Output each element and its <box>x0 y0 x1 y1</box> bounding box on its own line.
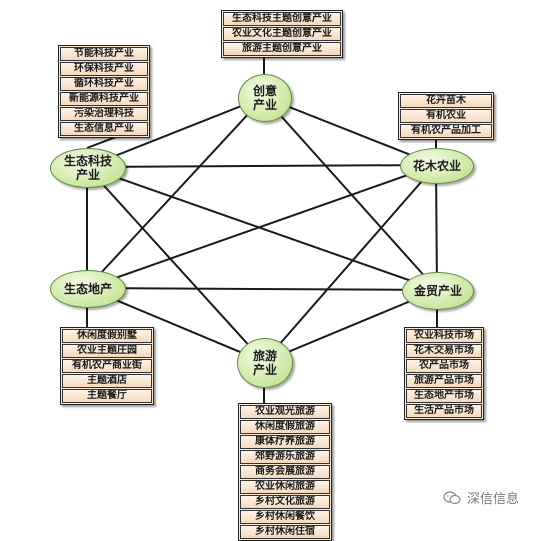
node-finance-trade-label: 金贸产业 <box>413 284 462 298</box>
box-item: 商务会展旅游 <box>240 465 330 479</box>
box-item: 有机农产品加工 <box>400 124 492 138</box>
box-item: 农业主题庄园 <box>62 344 152 358</box>
box-item: 乡村休闲住宿 <box>240 525 330 539</box>
edge-flower-eco_estate <box>86 164 437 289</box>
node-tourism-label: 旅游 产业 <box>252 349 277 377</box>
edge-flower-finance_trade <box>435 164 438 291</box>
node-finance-trade: 金贸产业 <box>402 272 474 310</box>
node-eco-estate-label: 生态地产 <box>63 282 112 296</box>
watermark-text: 深信信息 <box>466 492 519 507</box>
box-item: 乡村休闲餐饮 <box>240 510 330 524</box>
box-item: 生态科技主题创意产业 <box>223 12 341 26</box>
box-eco-estate: 休闲度假别墅农业主题庄园有机农产商业街主题酒店主题餐厅 <box>60 327 154 405</box>
edge-eco_estate-finance_trade <box>86 287 438 291</box>
edge-eco_tech-flower <box>86 164 437 168</box>
box-item: 新能源科技产业 <box>60 92 148 106</box>
box-item: 农业科技市场 <box>406 329 482 343</box>
box-item: 花木交易市场 <box>406 344 482 358</box>
box-item: 康体疗养旅游 <box>240 435 330 449</box>
box-item: 有机农业 <box>400 109 492 123</box>
node-eco-tech-label: 生态科技 产业 <box>63 154 112 182</box>
edge-creative-eco_estate <box>86 96 265 289</box>
box-tourism: 农业观光旅游休闲度假旅游康体疗养旅游郊野游乐旅游商务会展旅游农业休闲旅游乡村文化… <box>238 403 332 541</box>
box-item: 循环科技产业 <box>60 77 148 91</box>
box-finance-trade: 农业科技市场花木交易市场农产品市场旅游产品市场生态地产市场生活产品市场 <box>404 327 484 420</box>
box-item: 旅游产品市场 <box>406 374 482 388</box>
box-item: 郊野游乐旅游 <box>240 450 330 464</box>
edge-tourism-eco_tech <box>86 166 265 363</box>
box-item: 乡村文化旅游 <box>240 495 330 509</box>
watermark: 深信信息 <box>443 488 519 507</box>
node-flower: 花木农业 <box>400 148 474 184</box>
wechat-icon <box>443 490 461 504</box>
box-item: 生态信息产业 <box>60 122 148 136</box>
box-item: 休闲度假旅游 <box>240 420 330 434</box>
node-tourism: 旅游 产业 <box>237 338 293 388</box>
box-item: 农业文化主题创意产业 <box>223 27 341 41</box>
edge-eco_tech-finance_trade <box>86 166 438 291</box>
node-eco-tech: 生态科技 产业 <box>50 148 126 188</box>
box-item: 花卉苗木 <box>400 94 492 108</box>
node-flower-label: 花木农业 <box>412 159 461 173</box>
box-item: 农业观光旅游 <box>240 405 330 419</box>
box-item: 节能科技产业 <box>60 47 148 61</box>
box-item: 生活产品市场 <box>406 404 482 418</box>
box-flower: 花卉苗木有机农业有机农产品加工 <box>398 92 494 140</box>
box-item: 农产品市场 <box>406 359 482 373</box>
box-item: 旅游主题创意产业 <box>223 42 341 56</box>
box-item: 主题酒店 <box>62 374 152 388</box>
hexagon-diagram: 生态科技主题创意产业农业文化主题创意产业旅游主题创意产业 节能科技产业环保科技产… <box>50 10 519 541</box>
edge-creative-finance_trade <box>263 96 438 291</box>
box-item: 污染治理科技 <box>60 107 148 121</box>
box-item: 主题餐厅 <box>62 389 152 403</box>
box-item: 生态地产市场 <box>406 389 482 403</box>
box-creative: 生态科技主题创意产业农业文化主题创意产业旅游主题创意产业 <box>221 10 343 58</box>
box-item: 环保科技产业 <box>60 62 148 76</box>
node-eco-estate: 生态地产 <box>50 270 126 308</box>
node-creative-label: 创意 产业 <box>252 84 277 112</box>
box-item: 有机农产商业街 <box>62 359 152 373</box>
edge-tourism-flower <box>263 164 437 363</box>
node-creative: 创意 产业 <box>238 74 292 122</box>
box-item: 农业休闲旅游 <box>240 480 330 494</box>
box-eco-tech: 节能科技产业环保科技产业循环科技产业新能源科技产业污染治理科技生态信息产业 <box>58 45 150 138</box>
box-item: 休闲度假别墅 <box>62 329 152 343</box>
